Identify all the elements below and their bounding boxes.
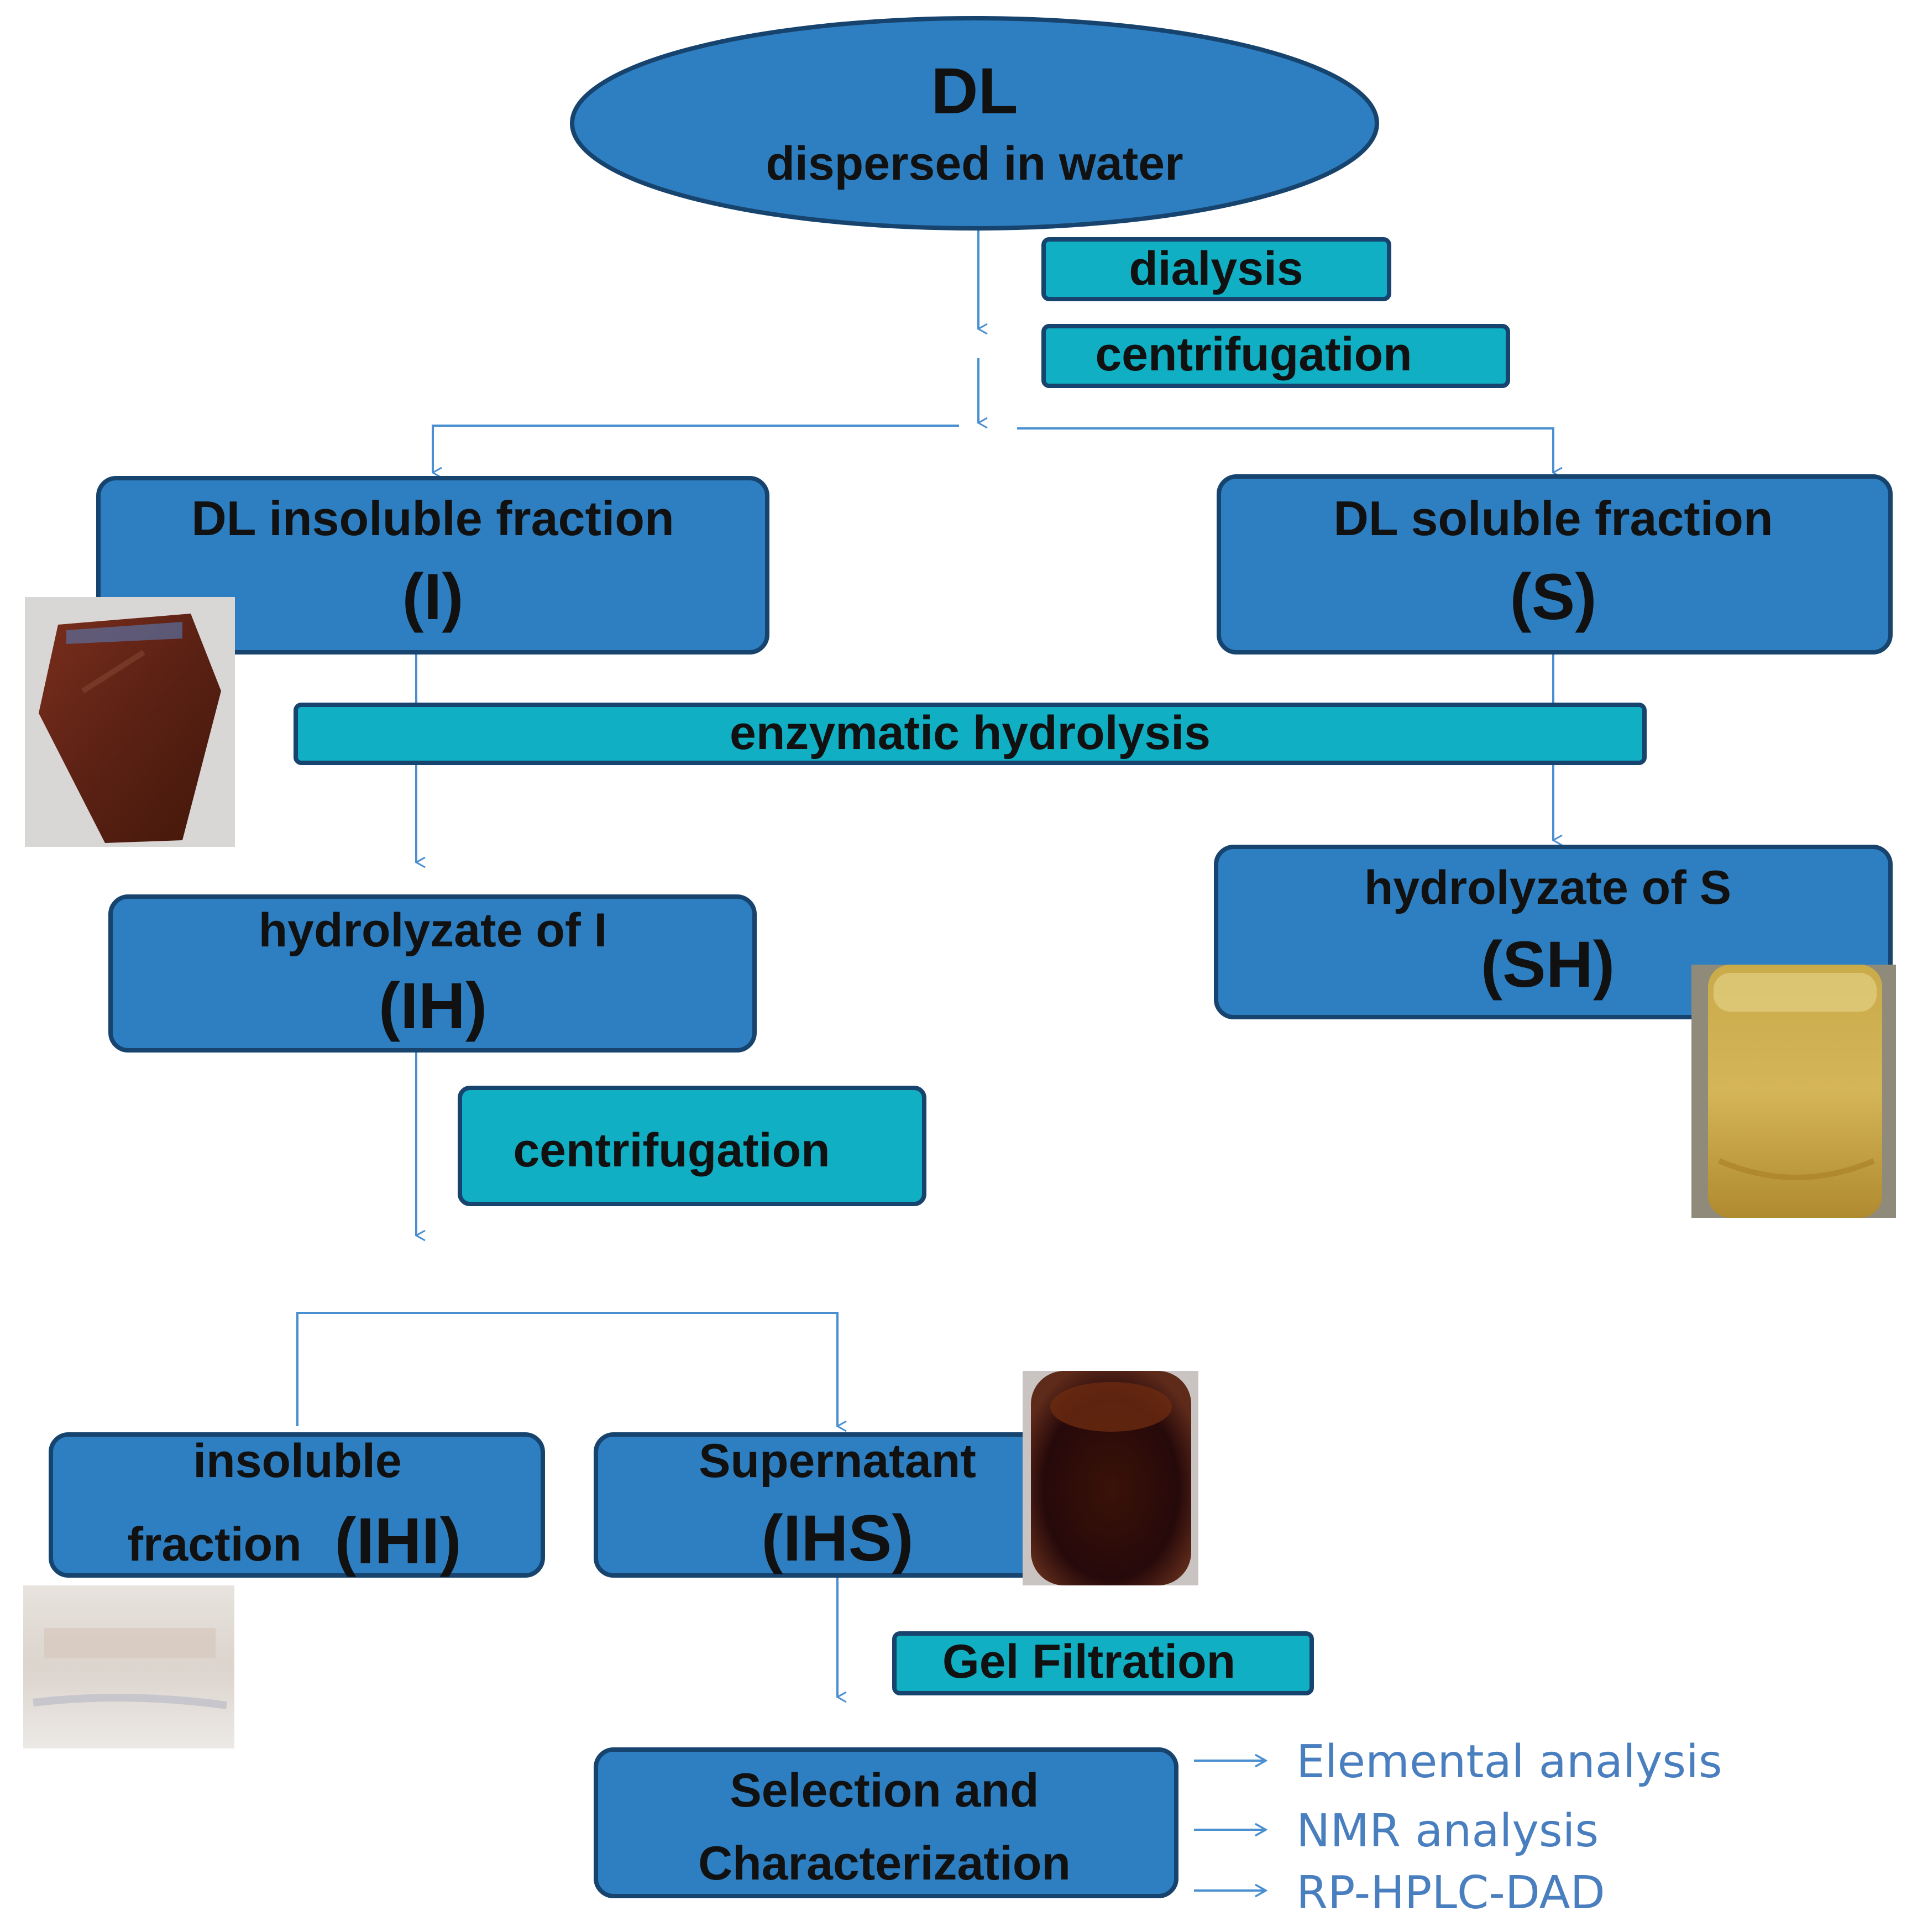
soluble-box: [1217, 474, 1893, 655]
soluble-code: (S): [1510, 561, 1596, 633]
hydrolyzate-s-title: hydrolyzate of S: [1364, 861, 1731, 914]
node-ihs: Supernatant (IHS): [594, 1432, 1085, 1578]
pale-residue-photo: [23, 1585, 234, 1748]
ihi-code: (IHI): [334, 1505, 461, 1578]
gel-filtration-box: [892, 1631, 1314, 1695]
enzymatic-box: [294, 703, 1647, 765]
node-ihi: insoluble fraction (IHI): [49, 1432, 545, 1578]
insoluble-box: [96, 476, 769, 655]
dl-subtitle: dispersed in water: [766, 137, 1183, 190]
hydrolyzate-s-code: (SH): [1481, 928, 1615, 1001]
brown-pellet-photo: [25, 597, 235, 847]
dark-brown-liquid-photo: [1023, 1371, 1198, 1585]
step-dialysis: dialysis: [1041, 237, 1391, 301]
step-centrifugation-2: centrifugation: [458, 1086, 926, 1206]
centrifugation-2-box: [458, 1086, 926, 1206]
selection-line2: Characterization: [698, 1837, 1071, 1890]
ihi-line2: fraction: [127, 1518, 301, 1571]
selection-box: [594, 1747, 1178, 1898]
insoluble-title: DL insoluble fraction: [191, 491, 674, 546]
ihs-title: Supernatant: [699, 1434, 976, 1488]
insoluble-code: (I): [402, 561, 463, 633]
ihs-code: (IHS): [761, 1502, 913, 1575]
node-soluble-fraction: DL soluble fraction (S): [1217, 474, 1893, 655]
analysis-item-nmr: NMR analysis: [1296, 1805, 1599, 1857]
analysis-list: Elemental analysis NMR analysis RP-HPLC-…: [1296, 1736, 1722, 1919]
step-enzymatic-hydrolysis: enzymatic hydrolysis: [294, 703, 1647, 765]
gel-filtration-label: Gel Filtration: [942, 1635, 1235, 1688]
hydrolyzate-i-box: [108, 894, 757, 1053]
step-gel-filtration: Gel Filtration: [892, 1631, 1314, 1695]
branch-to-insoluble: [432, 425, 959, 473]
centrifugation-1-label: centrifugation: [1095, 328, 1412, 381]
node-selection: Selection and Characterization: [594, 1747, 1178, 1898]
node-dl: DL dispersed in water: [570, 16, 1379, 231]
selection-line1: Selection and: [730, 1764, 1039, 1817]
soluble-title: DL soluble fraction: [1333, 491, 1773, 546]
branch-to-ihi: [296, 1312, 837, 1426]
step-centrifugation-1: centrifugation: [1041, 324, 1510, 388]
yellow-liquid-photo: [1691, 965, 1896, 1218]
ihi-box: [49, 1432, 545, 1578]
analysis-item-elemental: Elemental analysis: [1296, 1736, 1722, 1788]
hydrolyzate-i-code: (IH): [379, 970, 488, 1043]
centrifugation-1-box: [1041, 324, 1510, 388]
dl-title: DL: [931, 55, 1018, 128]
node-hydrolyzate-i: hydrolyzate of I (IH): [108, 894, 757, 1053]
dialysis-label: dialysis: [1129, 242, 1303, 295]
analysis-item-hplc: RP-HPLC-DAD: [1296, 1867, 1605, 1919]
ihi-line1: insoluble: [193, 1434, 401, 1488]
dl-ellipse: [570, 16, 1379, 231]
hydrolyzate-i-title: hydrolyzate of I: [259, 904, 607, 957]
branch-to-soluble: [1017, 427, 1553, 473]
node-insoluble-fraction: DL insoluble fraction (I): [96, 476, 769, 655]
enzymatic-label: enzymatic hydrolysis: [730, 706, 1211, 760]
dialysis-box: [1041, 237, 1391, 301]
centrifugation-2-label: centrifugation: [513, 1124, 830, 1177]
